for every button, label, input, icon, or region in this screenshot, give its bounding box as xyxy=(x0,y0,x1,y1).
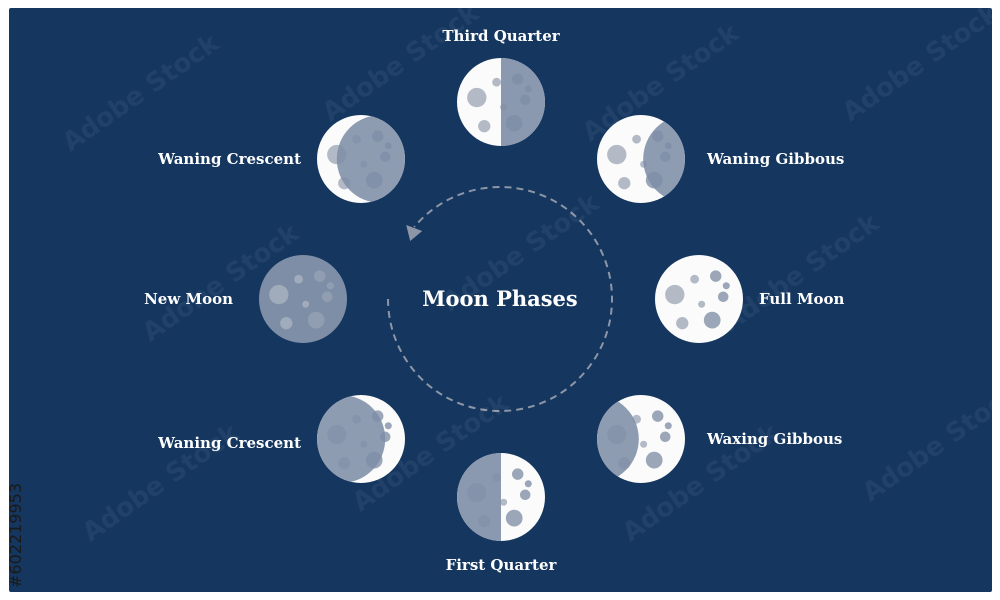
crater xyxy=(519,489,531,501)
crater xyxy=(512,468,524,480)
crater xyxy=(607,144,627,165)
crater xyxy=(618,177,631,190)
crater xyxy=(632,134,641,144)
crater xyxy=(524,480,532,488)
crater xyxy=(717,291,729,303)
label-waning-gibbous: Waning Gibbous xyxy=(706,150,844,168)
label-full-moon: Full Moon xyxy=(759,290,845,308)
crater xyxy=(698,300,706,308)
cycle-arrow xyxy=(387,186,613,412)
moon-shadow xyxy=(317,395,386,483)
moon-shadow xyxy=(643,115,685,203)
stock-id-strip: #602219953 xyxy=(4,362,32,592)
crater xyxy=(722,282,730,290)
label-new-moon: New Moon xyxy=(144,290,233,308)
crater xyxy=(307,311,325,329)
crater xyxy=(710,270,722,282)
crater xyxy=(640,440,648,448)
moon-waxing-crescent xyxy=(317,395,405,483)
crater xyxy=(652,410,664,422)
crater xyxy=(314,270,326,282)
label-waxing-gibbous: Waxing Gibbous xyxy=(706,430,842,448)
moon-shadow xyxy=(259,255,347,343)
crater xyxy=(500,498,508,506)
label-waxing-crescent: Waning Crescent xyxy=(157,434,301,452)
stock-id-text: #602219953 xyxy=(6,482,25,588)
moon-craters xyxy=(269,270,334,330)
moon-new-moon xyxy=(259,255,347,343)
label-first-quarter: First Quarter xyxy=(446,556,558,574)
cycle-arrowhead xyxy=(406,225,423,242)
moon-shadow xyxy=(336,115,405,203)
crater xyxy=(492,77,501,87)
label-third-quarter: Third Quarter xyxy=(442,27,560,45)
crater xyxy=(326,282,334,290)
crater xyxy=(269,284,289,305)
crater xyxy=(280,317,293,330)
moon-first-quarter xyxy=(457,453,545,541)
crater xyxy=(467,87,487,108)
moon-waning-crescent xyxy=(317,115,405,203)
crater xyxy=(690,274,699,284)
crater xyxy=(321,291,333,303)
crater xyxy=(664,422,672,430)
cycle-path xyxy=(387,186,613,412)
moon-shadow xyxy=(597,395,639,483)
moon-shadow xyxy=(457,453,501,541)
moon-waning-gibbous xyxy=(597,115,685,203)
crater xyxy=(659,431,671,443)
crater xyxy=(645,451,663,469)
crater xyxy=(505,509,523,527)
crater xyxy=(294,274,303,284)
crater xyxy=(676,317,689,330)
crater xyxy=(384,422,392,430)
crater xyxy=(478,120,491,133)
crater xyxy=(665,284,685,305)
moon-shadow xyxy=(501,58,545,146)
moon-waxing-gibbous xyxy=(597,395,685,483)
diagram-title: Moon Phases xyxy=(422,286,578,311)
crater xyxy=(302,300,310,308)
crater xyxy=(703,311,721,329)
moon-craters xyxy=(665,270,730,330)
label-waning-crescent: Waning Crescent xyxy=(157,150,301,168)
moon-full-moon xyxy=(655,255,743,343)
moon-third-quarter xyxy=(457,58,545,146)
